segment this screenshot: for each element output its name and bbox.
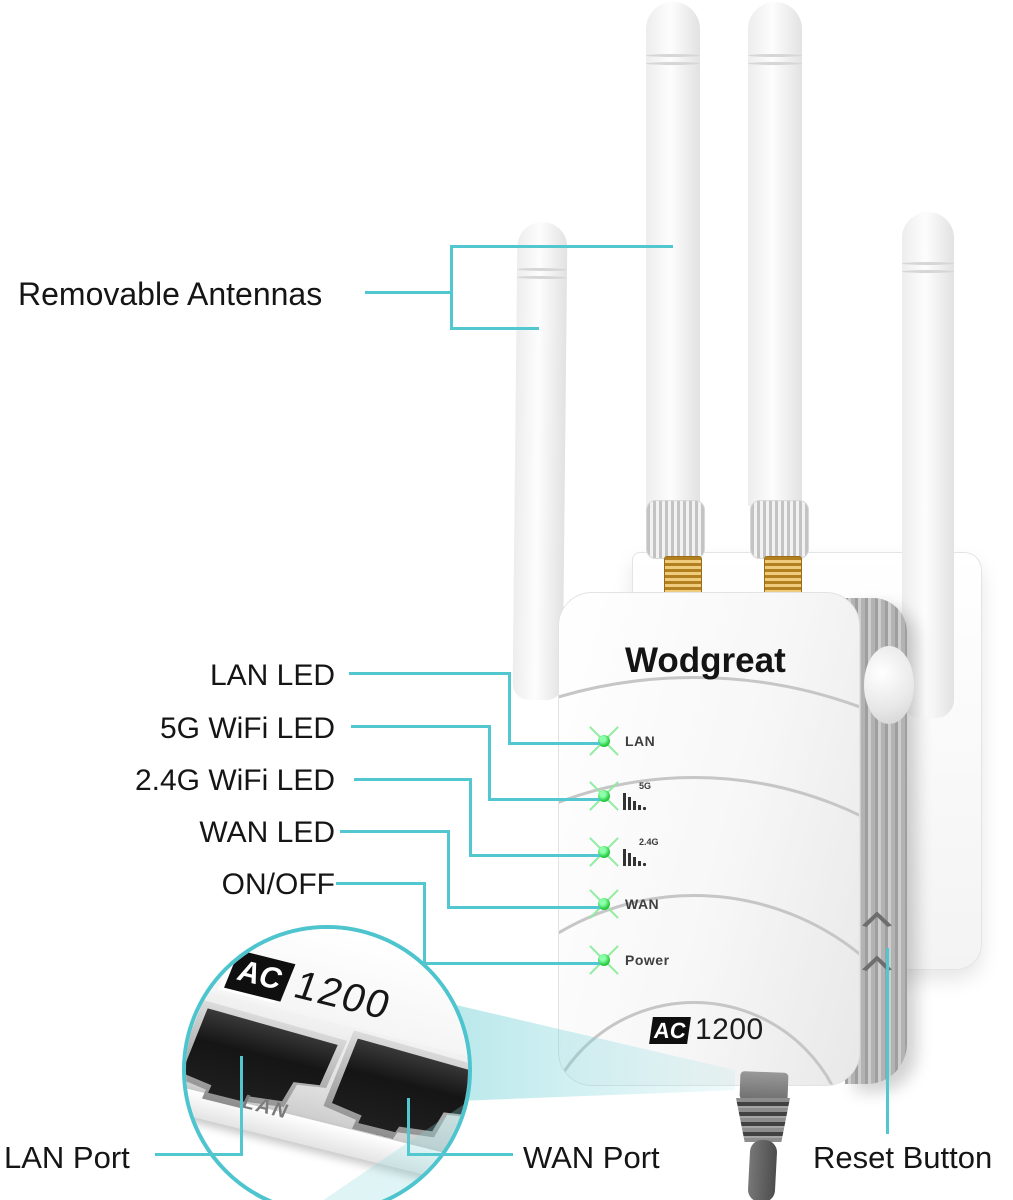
led-row-24g: 2.4G <box>559 837 859 869</box>
wan-led-callout-label: WAN LED <box>199 816 335 849</box>
callout-line <box>450 245 673 248</box>
antenna-base-knurl[interactable] <box>750 500 809 559</box>
wifi5-caption: 5G <box>639 781 652 791</box>
led-row-lan: LAN <box>559 726 859 758</box>
lan-led-dot <box>598 735 610 747</box>
ac-badge-box: AC <box>649 1016 691 1044</box>
power-led-dot <box>598 954 610 966</box>
lan-led-label: LAN <box>625 733 656 749</box>
signal-bars-icon <box>623 849 647 867</box>
decor-arc <box>559 894 859 1085</box>
callout-line <box>508 672 511 745</box>
power-led-label: Power <box>625 952 670 968</box>
callout-line <box>240 1056 243 1156</box>
decor-arc <box>559 676 859 1085</box>
callout-line <box>469 854 600 857</box>
sma-connector <box>764 556 802 598</box>
ac1200-badge: AC 1200 <box>649 1013 764 1047</box>
callout-line <box>886 948 889 1134</box>
antenna-right <box>902 212 954 718</box>
brand-logo: Wodgreat <box>625 641 786 680</box>
port-zoom-inset: AC 1200 WAN LAN <box>182 925 472 1200</box>
antenna-ring <box>902 270 954 273</box>
antenna-ring <box>748 54 802 57</box>
decor-arc <box>559 776 859 1085</box>
callout-line <box>423 882 426 965</box>
power-cord-strain-relief <box>736 1098 790 1142</box>
wifi24-led-callout-label: 2.4G WiFi LED <box>134 764 335 797</box>
callout-line <box>155 1153 243 1156</box>
led-row-power: Power <box>559 945 859 977</box>
wifi5-led-dot <box>598 790 610 802</box>
wan-led-label: WAN <box>625 896 660 912</box>
callout-line <box>447 906 600 909</box>
callout-line <box>508 742 600 745</box>
antenna-ring <box>646 54 700 57</box>
callout-line <box>354 778 472 781</box>
led-row-5g: 5G <box>559 781 859 813</box>
removable-antennas-label: Removable Antennas <box>18 276 323 312</box>
lan-led-callout-label: LAN LED <box>209 659 335 692</box>
callout-line <box>340 830 450 833</box>
onoff-callout-label: ON/OFF <box>221 868 335 901</box>
callout-line <box>450 245 453 330</box>
antenna-ring <box>902 262 954 265</box>
antenna-ring <box>516 267 568 272</box>
wan-led-dot <box>598 898 610 910</box>
callout-line <box>407 1153 513 1156</box>
sma-connector <box>664 556 702 598</box>
wifi5-led-callout-label: 5G WiFi LED <box>159 712 335 745</box>
callout-line <box>450 327 539 330</box>
antenna-base-knurl[interactable] <box>646 500 705 559</box>
signal-bars-icon <box>623 793 647 811</box>
reset-button-callout-label: Reset Button <box>813 1140 993 1175</box>
callout-line <box>488 725 491 801</box>
antenna-tall-left <box>646 2 700 506</box>
wifi24-led-dot <box>598 846 610 858</box>
led-row-wan: WAN <box>559 889 859 921</box>
power-plug-neck <box>739 1071 789 1101</box>
callout-line <box>488 798 600 801</box>
callout-line <box>349 672 511 675</box>
antenna-ring <box>516 275 567 280</box>
callout-line <box>365 291 452 294</box>
lan-port-callout-label: LAN Port <box>4 1140 130 1175</box>
power-cable <box>747 1139 778 1200</box>
antenna-tall-right <box>748 2 802 506</box>
callout-line <box>336 882 426 885</box>
antenna-ring <box>748 62 802 65</box>
antenna-ring <box>646 62 700 65</box>
wan-port-callout-label: WAN Port <box>523 1140 660 1175</box>
callout-line <box>351 725 491 728</box>
callout-line <box>407 1098 410 1156</box>
callout-line <box>469 778 472 857</box>
callout-line <box>447 830 450 909</box>
badge-number: 1200 <box>695 1013 764 1046</box>
antenna-hinge <box>864 646 914 724</box>
device-front: Wodgreat LAN 5G 2.4G <box>558 592 860 1086</box>
callout-line <box>423 962 600 965</box>
wifi24-caption: 2.4G <box>639 837 659 847</box>
